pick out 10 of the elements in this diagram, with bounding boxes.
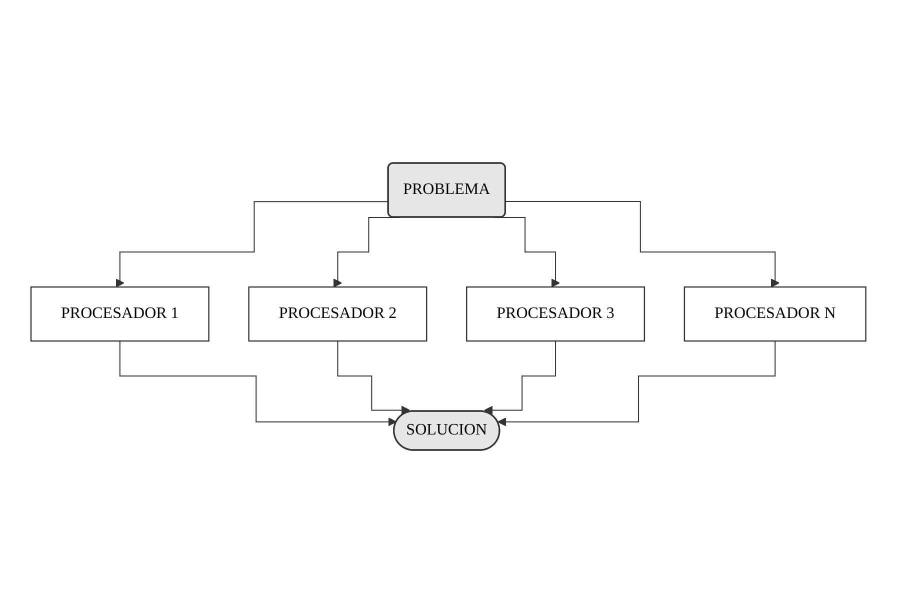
arrow — [337, 340, 410, 414]
node-box: PROCESADOR 1 — [30, 286, 210, 342]
arrow — [498, 340, 776, 426]
arrow — [120, 340, 397, 426]
arrow — [116, 200, 390, 287]
node-box: PROCESADOR 2 — [248, 286, 428, 342]
arrow — [505, 200, 780, 287]
node-box: PROCESADOR N — [684, 286, 866, 342]
node-box: PROCESADOR 3 — [466, 286, 646, 342]
arrow — [484, 340, 556, 414]
